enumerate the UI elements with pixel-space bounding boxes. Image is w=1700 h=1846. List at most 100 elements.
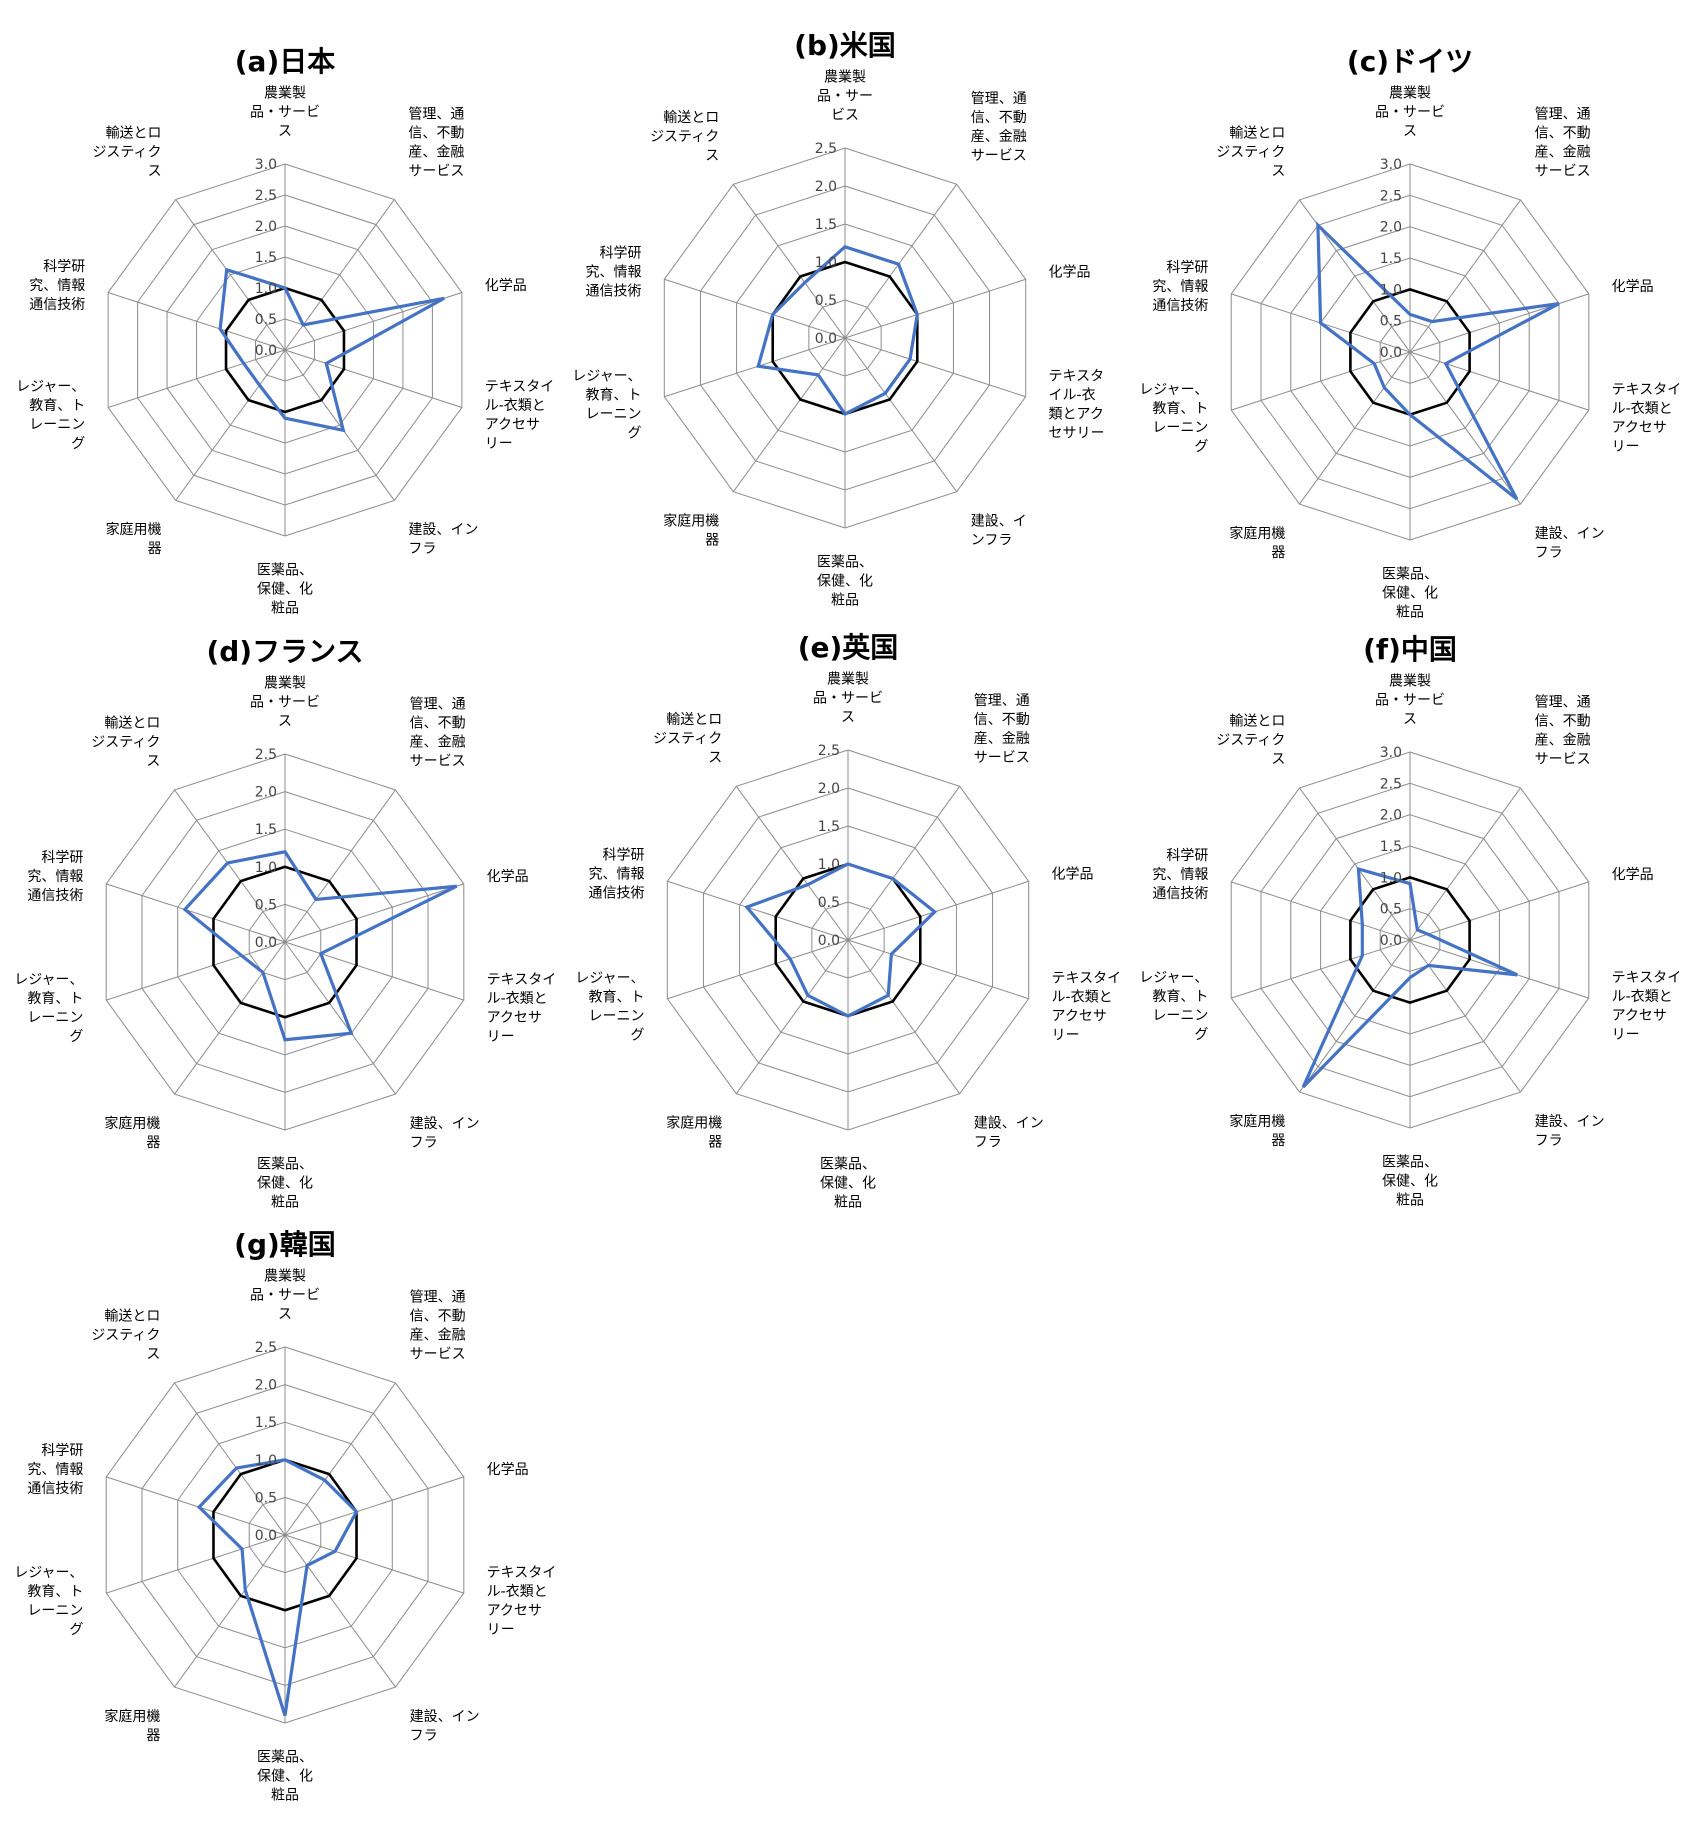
axis-spoke — [844, 278, 1026, 339]
panel-title: (f)中国 — [1363, 633, 1457, 666]
radial-tick-label: 0.5 — [255, 1490, 277, 1506]
category-label-line: サービス — [410, 754, 466, 770]
category-label-line: 農業製 — [1389, 85, 1431, 101]
category-label-line: 信、不動 — [1535, 714, 1591, 730]
axis-spoke — [174, 1382, 286, 1536]
radar-panel-5: 0.00.51.01.52.02.5農業製品・サービス管理、通信、不動産、金融サ… — [575, 631, 1121, 1210]
axis-spoke — [284, 1382, 396, 1536]
category-label: 医薬品、保健、化粧品 — [1382, 566, 1438, 620]
category-label-line: 輸送とロ — [1229, 126, 1285, 142]
category-label-line: ル-衣類と — [487, 991, 548, 1007]
category-label-line: 化学品 — [487, 869, 529, 885]
axis-spoke — [284, 789, 396, 943]
category-label-line: フラ — [410, 1135, 438, 1151]
axis-spoke — [847, 785, 961, 941]
category-label-line: 器 — [1271, 545, 1285, 561]
category-label-line: 器 — [708, 1134, 722, 1150]
category-label-line: 管理、通 — [408, 106, 464, 122]
category-label-line: リー — [485, 436, 513, 452]
category-label-line: レーニン — [585, 406, 641, 422]
axis-spoke — [284, 1534, 396, 1688]
category-label-line: アクセサ — [487, 1603, 542, 1619]
axis-spoke — [284, 199, 395, 351]
series-line — [1316, 221, 1560, 501]
category-label-line: ス — [705, 148, 719, 164]
category-label-line: テキスタイ — [1612, 970, 1682, 986]
category-label-line: 医薬品、 — [817, 554, 873, 570]
axis-spoke — [1409, 881, 1589, 941]
panel-title: (g)韓国 — [234, 1228, 336, 1261]
category-label-line: グ — [69, 1622, 83, 1638]
category-label-line: フラ — [408, 541, 436, 557]
category-label: 化学品 — [485, 278, 527, 294]
radial-tick-label: 0.0 — [255, 343, 277, 359]
category-label-line: 化学品 — [1612, 867, 1654, 883]
radial-tick-label: 1.5 — [1380, 251, 1402, 267]
category-label-line: 通信技術 — [585, 284, 641, 300]
category-label-line: 教育、ト — [27, 991, 83, 1007]
radial-tick-label: 1.5 — [815, 217, 837, 233]
category-label: 医薬品、保健、化粧品 — [257, 562, 313, 616]
category-label-line: ス — [278, 713, 292, 729]
reference-line — [212, 1458, 358, 1612]
category-label-line: リー — [487, 1622, 515, 1638]
category-label: 医薬品、保健、化粧品 — [817, 554, 873, 608]
category-label-line: 通信技術 — [1152, 298, 1208, 314]
category-label-line: 保健、化 — [820, 1175, 876, 1191]
axis-spoke — [844, 337, 1026, 398]
category-label-line: 産、金融 — [1535, 733, 1591, 749]
axis-spoke — [174, 789, 286, 943]
axis-spoke — [847, 939, 961, 1095]
category-label-line: ス — [1271, 164, 1285, 180]
axis-spoke — [1409, 787, 1521, 941]
category-label-line: テキスタ — [1049, 368, 1105, 384]
category-label-line: 保健、化 — [1382, 1173, 1438, 1189]
category-label-line: 輸送とロ — [106, 125, 162, 141]
category-label-line: レーニン — [1152, 420, 1208, 436]
category-label-line: ジスティク — [91, 735, 160, 751]
category-label-line: 農業製 — [1389, 673, 1431, 689]
category-label-line: レジャー、 — [572, 368, 641, 384]
category-label-line: テキスタイ — [487, 972, 557, 988]
category-label-line: 信、不動 — [410, 1309, 466, 1325]
category-label-line: 建設、イン — [1535, 526, 1605, 542]
category-label-line: ジスティク — [653, 731, 722, 747]
category-label-line: 輸送とロ — [1229, 714, 1285, 730]
radial-tick-label: 0.0 — [1380, 345, 1402, 361]
category-label-line: グ — [1194, 1027, 1208, 1043]
category-label-line: 究、情報 — [29, 278, 85, 294]
category-label-line: 建設、イン — [974, 1115, 1044, 1131]
category-label-line: 医薬品、 — [257, 1749, 313, 1765]
category-label-line: リー — [1052, 1027, 1080, 1043]
category-label-line: ス — [278, 123, 292, 139]
category-label-line: 粧品 — [1396, 1192, 1424, 1208]
category-label-line: 品・サー — [817, 88, 873, 104]
category-label-line: セサリー — [1049, 425, 1105, 441]
category-label-line: レジャー、 — [14, 1565, 83, 1581]
category-label-line: 品・サービ — [813, 690, 883, 706]
category-label-line: 通信技術 — [1152, 886, 1208, 902]
category-label: 医薬品、保健、化粧品 — [257, 1749, 313, 1803]
axis-spoke — [664, 278, 846, 339]
category-label-line: アクセサ — [1612, 420, 1667, 436]
radial-tick-label: 2.5 — [1380, 776, 1402, 792]
category-label-line: サービス — [974, 750, 1030, 766]
category-label-line: ル-衣類と — [1612, 401, 1673, 417]
axis-spoke — [667, 939, 849, 1000]
category-label-line: 医薬品、 — [257, 562, 313, 578]
